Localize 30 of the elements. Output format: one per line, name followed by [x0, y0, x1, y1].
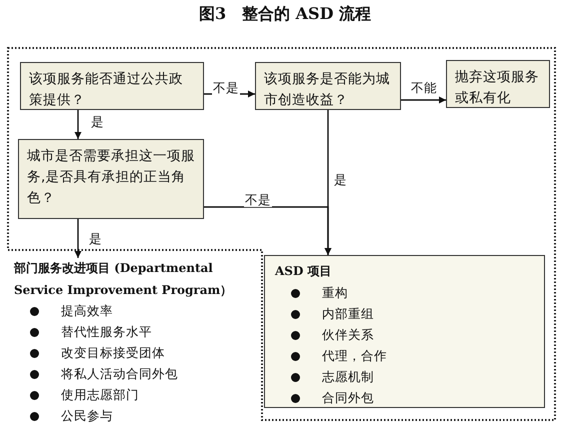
list-item: 公民参与 — [61, 408, 113, 426]
list-item: 将私人活动合同外包 — [61, 366, 178, 384]
list-item: 志愿机制 — [322, 368, 374, 386]
section-heading: ASD 项目 — [275, 263, 332, 280]
arrow — [401, 96, 446, 104]
list-item: 提高效率 — [61, 303, 113, 320]
list-item: 代理，合作 — [322, 348, 387, 365]
edge-label: 不是 — [244, 192, 272, 207]
list-item: 重构 — [322, 284, 348, 302]
edge-label: 不能 — [410, 80, 438, 95]
process-box: 该项服务是否能为城市创造收益？ — [255, 62, 401, 110]
edge-label: 是 — [88, 231, 103, 246]
program-box — [264, 255, 545, 408]
list-item: 替代性服务水平 — [61, 324, 152, 342]
process-box: 抛弃这项服务或私有化 — [446, 60, 550, 108]
list-item: 使用志愿部门 — [61, 387, 139, 404]
edge-label: 是 — [333, 172, 348, 187]
arrow — [74, 219, 82, 258]
edge-label: 不是 — [212, 80, 240, 95]
arrow — [74, 110, 82, 139]
figure-title: 图3 整合的 ASD 流程 — [198, 4, 372, 25]
list-item: 改变目标接受团体 — [61, 345, 165, 362]
process-box: 城市是否需要承担这一项服务,是否具有承担的正当角色？ — [18, 139, 204, 219]
section-heading: 部门服务改进项目 (Departmental Service Improvement Program） — [14, 260, 234, 299]
list-item: 内部重组 — [322, 306, 374, 323]
arrow — [204, 206, 332, 255]
process-box: 该项服务能否通过公共政策提供？ — [20, 62, 204, 110]
edge-label: 是 — [90, 114, 105, 129]
list-item: 伙伴关系 — [322, 326, 374, 344]
list-item: 合同外包 — [322, 390, 374, 407]
